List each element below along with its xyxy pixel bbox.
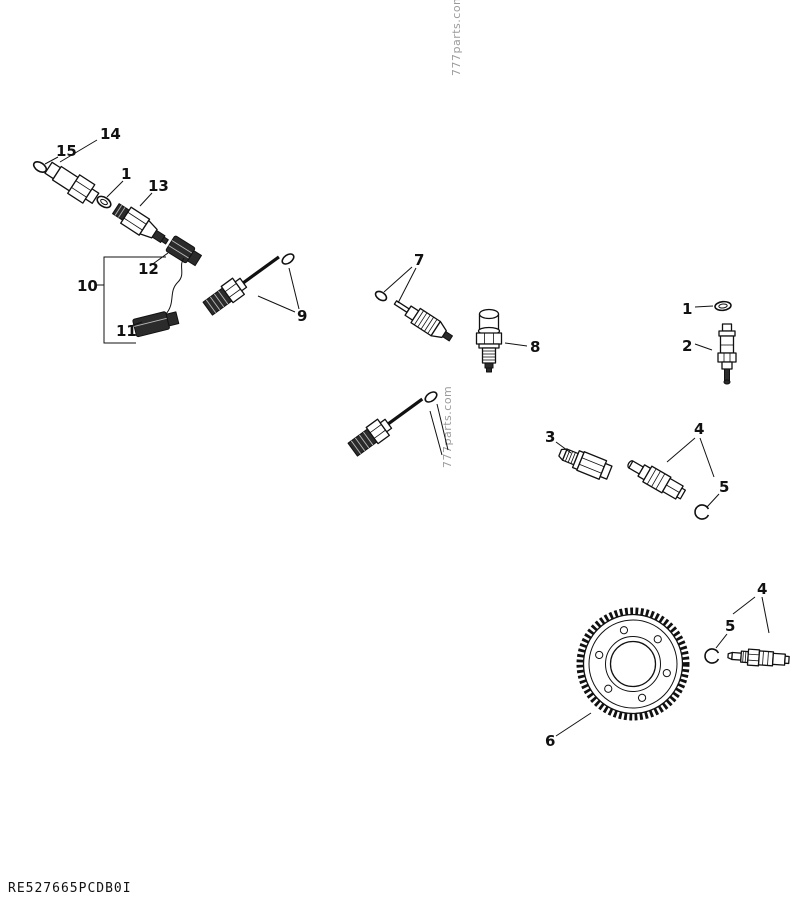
callout-13: 13 (148, 177, 169, 195)
leader-lines-7 (383, 266, 417, 304)
part-11-connector (132, 311, 180, 338)
part-8-switch (475, 308, 503, 373)
part-5-ring-bottom (704, 648, 720, 664)
part-9-sensor (202, 255, 280, 316)
callout-4-bottom: 4 (757, 580, 767, 598)
bracket-10 (95, 252, 169, 344)
part-7-sensor (393, 300, 453, 342)
callout-5-bottom: 5 (725, 617, 735, 635)
watermark-top: 777parts.com (450, 0, 463, 76)
callout-1-top: 1 (121, 165, 131, 183)
leader-line-3 (555, 441, 572, 454)
leader-lines-mid (429, 403, 449, 456)
callout-10: 10 (77, 277, 98, 295)
callout-5-mid: 5 (719, 478, 729, 496)
callout-15: 15 (56, 142, 77, 160)
callout-8: 8 (530, 338, 540, 356)
watermark-middle: 777parts.com (441, 386, 454, 468)
callout-12: 12 (138, 260, 159, 278)
leader-lines-right (694, 305, 714, 351)
part-9-oring (281, 253, 295, 265)
callout-9: 9 (297, 307, 307, 325)
callout-1-right: 1 (682, 300, 692, 318)
part-4-sensor-mid (627, 460, 686, 500)
part-1-oring-right (714, 300, 732, 312)
part-5-ring-mid (694, 504, 710, 520)
mid-sensor (347, 397, 424, 457)
leader-lines-4-bottom (715, 596, 770, 649)
part-12-connector (165, 235, 202, 267)
leader-lines-4-mid (666, 437, 720, 508)
callout-6: 6 (545, 732, 555, 750)
leader-line-6 (555, 712, 592, 737)
part-code: RE527665PCDB0I (8, 881, 132, 896)
leader-line-8 (504, 342, 528, 347)
callout-3: 3 (545, 428, 555, 446)
part-1-oring-top (96, 195, 112, 209)
part-6-ring-gear (576, 607, 690, 721)
part-11-wire (165, 257, 185, 315)
part-14-fitting (44, 161, 100, 204)
callout-2: 2 (682, 337, 692, 355)
leader-lines-top-left (44, 139, 153, 207)
leader-lines-9 (257, 267, 300, 313)
part-4-sensor-bottom (727, 648, 790, 667)
callout-7: 7 (414, 251, 424, 269)
part-7-oring (374, 290, 388, 302)
part-13-sensor (112, 203, 169, 245)
callout-14: 14 (100, 125, 121, 143)
part-2-sensor (717, 323, 737, 385)
part-3-sensor (558, 448, 613, 480)
callout-4-mid: 4 (694, 420, 704, 438)
callout-11: 11 (116, 322, 137, 340)
mid-sensor-oring (424, 391, 438, 403)
